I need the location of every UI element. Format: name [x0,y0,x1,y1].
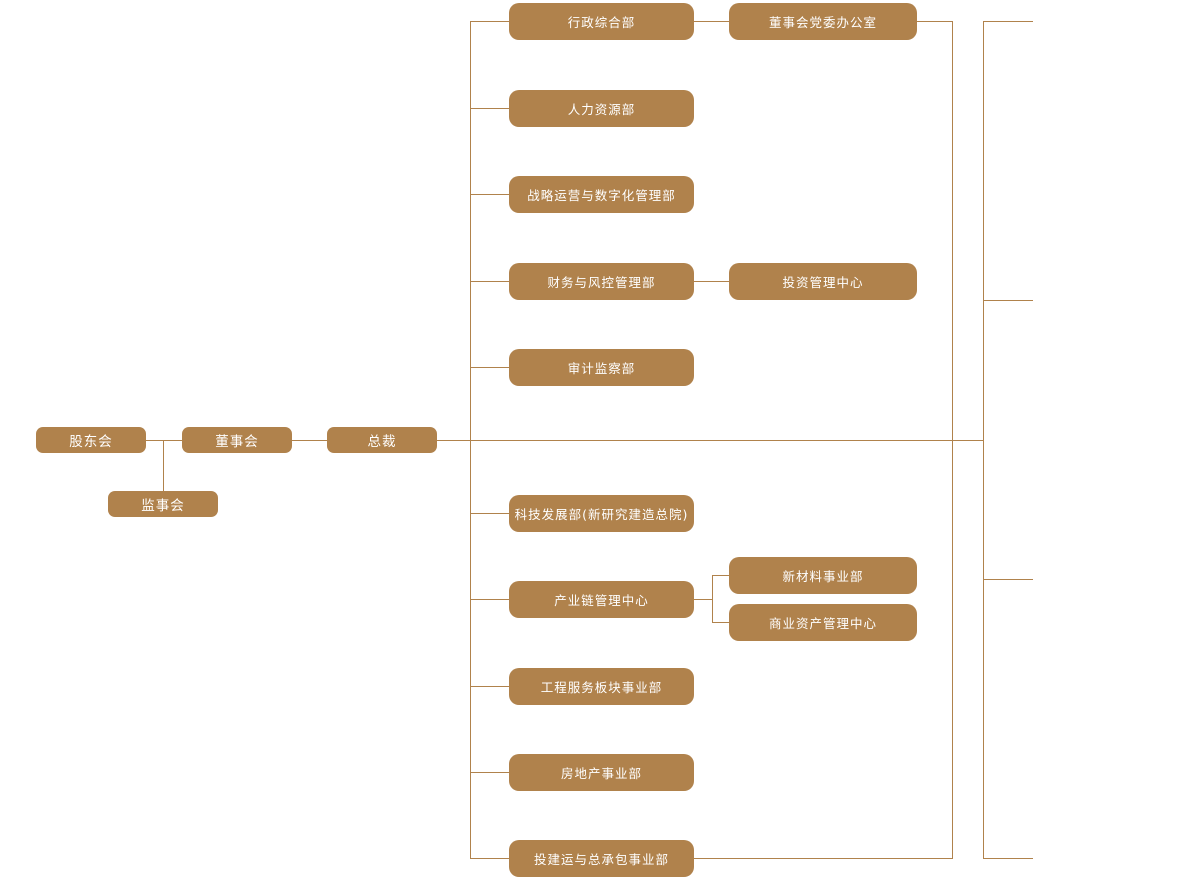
connector-line [694,599,712,600]
connector-line [712,575,729,576]
node-board-party-office: 董事会党委办公室 [729,3,917,40]
connector-line [292,440,327,441]
connector-line [470,194,509,195]
node-audit-supervision-dept: 审计监察部 [509,349,694,386]
connector-line [983,579,1033,580]
connector-line [694,281,729,282]
connector-line [163,440,164,491]
connector-line [470,281,509,282]
connector-line [712,575,713,623]
connector-line [694,858,952,859]
node-board-of-directors: 董事会 [182,427,292,453]
node-supervisory-board: 监事会 [108,491,218,517]
node-finance-risk-dept: 财务与风控管理部 [509,263,694,300]
connector-line [470,599,509,600]
connector-line [470,858,509,859]
connector-line [437,440,983,441]
connector-line [983,21,984,859]
connector-line [470,21,509,22]
connector-line [694,21,729,22]
node-real-estate-bu: 房地产事业部 [509,754,694,791]
node-investment-construction-epc-bu: 投建运与总承包事业部 [509,840,694,877]
connector-line [952,21,953,859]
connector-line [470,367,509,368]
connector-line [470,513,509,514]
node-strategy-digital-dept: 战略运营与数字化管理部 [509,176,694,213]
connector-line [470,108,509,109]
connector-line [470,686,509,687]
node-industry-chain-center: 产业链管理中心 [509,581,694,618]
connector-line [470,21,471,859]
node-commercial-asset-center: 商业资产管理中心 [729,604,917,641]
connector-line [983,21,1033,22]
connector-line [712,622,729,623]
node-hr-dept: 人力资源部 [509,90,694,127]
node-tech-development-dept: 科技发展部(新研究建造总院) [509,495,694,532]
node-admin-general-dept: 行政综合部 [509,3,694,40]
node-new-materials-bu: 新材料事业部 [729,557,917,594]
node-investment-management-center: 投资管理中心 [729,263,917,300]
connector-line [917,21,952,22]
node-engineering-services-bu: 工程服务板块事业部 [509,668,694,705]
connector-line [983,858,1033,859]
node-president: 总裁 [327,427,437,453]
connector-line [983,300,1033,301]
node-shareholders: 股东会 [36,427,146,453]
connector-line [146,440,182,441]
connector-line [470,772,509,773]
